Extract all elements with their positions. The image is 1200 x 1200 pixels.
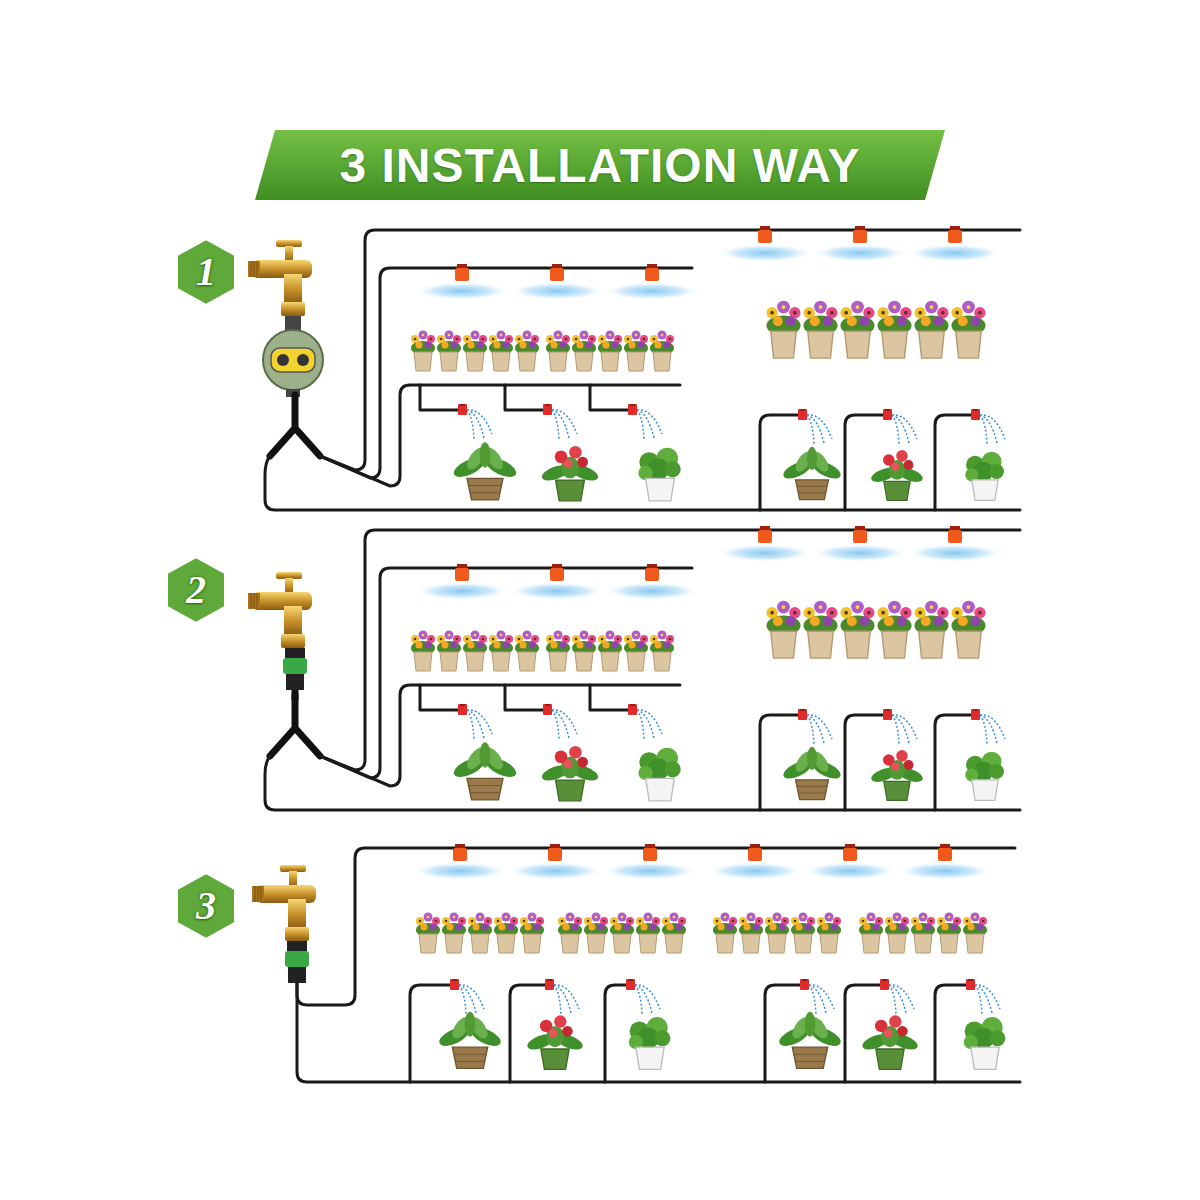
- flower-pot: [803, 301, 837, 359]
- mist-sprayer: [802, 844, 898, 880]
- dripper-head: [971, 408, 1005, 445]
- dripper-head: [450, 978, 484, 1015]
- flower-row: [416, 913, 544, 954]
- dripper-head: [626, 978, 660, 1015]
- potted-plant: [638, 448, 680, 501]
- brass-faucet: [248, 572, 312, 648]
- dripper-head: [628, 403, 662, 440]
- mist-sprayer: [897, 844, 993, 880]
- hose-connector: [283, 648, 307, 690]
- mist-sprayer: [707, 844, 803, 880]
- tube: [320, 230, 1020, 470]
- potted-plant: [540, 446, 600, 501]
- mist-sprayer: [507, 844, 603, 880]
- flower-row: [558, 913, 686, 954]
- mist-sprayer: [717, 226, 813, 262]
- dripper-head: [543, 403, 577, 440]
- dripper-line: [420, 385, 630, 410]
- mist-sprayer: [812, 226, 908, 262]
- hexagon-fill: [177, 873, 235, 939]
- brass-faucet: [252, 865, 316, 941]
- potted-plant: [451, 442, 519, 500]
- single-line-network: [252, 844, 1020, 1082]
- hose-connector: [285, 941, 309, 983]
- potted-plant: [964, 1017, 1006, 1069]
- diagram-title: 3 INSTALLATION WAY: [339, 138, 860, 193]
- potted-plant: [629, 1017, 671, 1069]
- flower-pot: [840, 301, 874, 359]
- potted-plant: [781, 447, 843, 500]
- potted-plant: [860, 1015, 919, 1069]
- step-hexagon: 2: [166, 556, 226, 624]
- mist-sprayer: [602, 844, 698, 880]
- potted-plant: [525, 1015, 584, 1069]
- potted-plant: [437, 1012, 504, 1069]
- timer-knob: [277, 354, 289, 366]
- flower-pot: [766, 301, 800, 359]
- stake-line: [410, 985, 968, 1082]
- mist-sprayer: [412, 844, 508, 880]
- dripper-head: [880, 978, 914, 1015]
- dripper-head: [458, 403, 492, 440]
- flower-row: [859, 913, 987, 954]
- dripper-head: [966, 978, 1000, 1015]
- water-timer: [263, 330, 323, 390]
- dripper-head: [883, 408, 917, 445]
- potted-plant: [777, 1012, 844, 1069]
- stake-line: [760, 415, 973, 510]
- flower-row: [713, 913, 841, 954]
- flower-pot: [877, 301, 911, 359]
- step-number: 3: [196, 886, 216, 926]
- hexagon-fill: [167, 557, 225, 623]
- title-banner: [255, 130, 945, 200]
- flower-pot: [914, 301, 948, 359]
- step-number: 1: [196, 252, 216, 292]
- tube: [297, 983, 1020, 1082]
- flower-pot: [951, 301, 985, 359]
- potted-plant: [965, 452, 1004, 501]
- y-connector: [270, 395, 320, 456]
- tube-network: [265, 526, 1020, 810]
- flower-row: [411, 331, 539, 372]
- step-hexagon: 3: [176, 872, 236, 940]
- tube: [320, 268, 692, 478]
- flower-row: [546, 331, 674, 372]
- mist-sprayer: [604, 264, 700, 300]
- brass-faucet: [248, 240, 312, 316]
- step-hexagon: 1: [176, 238, 236, 306]
- mist-sprayer: [509, 264, 605, 300]
- mist-sprayer: [907, 226, 1003, 262]
- step-number: 2: [186, 570, 206, 610]
- timer-coupling: [285, 316, 301, 330]
- dripper-head: [545, 978, 579, 1015]
- potted-plant: [869, 450, 924, 500]
- dripper-head: [800, 978, 834, 1015]
- faucet-with-timer: [248, 240, 323, 397]
- title-box: 3 INSTALLATION WAY: [255, 130, 945, 200]
- tube-network: [265, 226, 1020, 510]
- hexagon-fill: [177, 239, 235, 305]
- dripper-head: [798, 408, 832, 445]
- timer-knob: [297, 354, 309, 366]
- mist-sprayer: [414, 264, 510, 300]
- timer-panel: [271, 348, 315, 372]
